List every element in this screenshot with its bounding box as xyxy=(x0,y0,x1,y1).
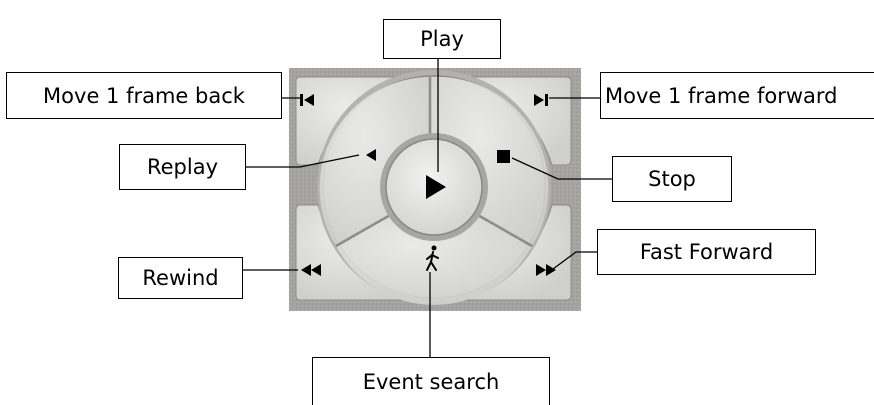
rewind-icon xyxy=(301,264,321,276)
fast-forward-label: Fast Forward xyxy=(597,229,816,275)
play-label: Play xyxy=(383,19,501,59)
step-forward-icon xyxy=(534,94,548,106)
callout-lines xyxy=(243,59,612,357)
step-back-icon xyxy=(300,94,314,106)
replay-segment[interactable] xyxy=(319,77,430,246)
replay-label: Replay xyxy=(119,144,246,190)
move-1-frame-back-label: Move 1 frame back xyxy=(6,72,282,119)
event-search-segment[interactable] xyxy=(336,214,532,305)
stop-segment[interactable] xyxy=(432,76,549,246)
stop-icon xyxy=(497,150,510,163)
play-icon xyxy=(426,175,446,199)
event-search-label: Event search xyxy=(312,357,550,405)
stop-label: Stop xyxy=(612,156,732,202)
fast-forward-icon xyxy=(536,264,556,276)
walking-person-icon xyxy=(426,245,439,271)
rewind-label: Rewind xyxy=(118,257,243,299)
move-1-frame-forward-label: Move 1 frame forward xyxy=(600,72,874,119)
replay-icon xyxy=(366,149,376,161)
